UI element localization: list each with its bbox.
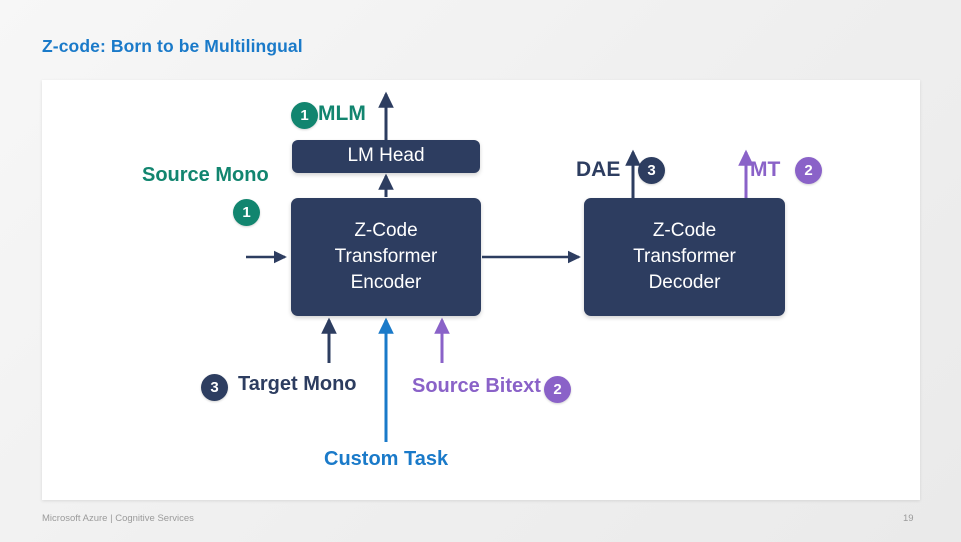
label-target-mono: Target Mono xyxy=(238,373,357,395)
decoder-label: Z-Code Transformer Decoder xyxy=(633,219,736,294)
badge-target-mono: 3 xyxy=(201,374,228,401)
badge-mlm: 1 xyxy=(291,102,318,129)
label-source-bitext: Source Bitext xyxy=(412,375,541,397)
page-number: 19 xyxy=(903,513,914,524)
label-source-mono: Source Mono xyxy=(142,164,269,186)
lm-head-box[interactable]: LM Head xyxy=(292,140,480,173)
label-dae: DAE xyxy=(576,158,621,181)
label-custom-task: Custom Task xyxy=(324,448,449,470)
diagram-arrows xyxy=(246,91,754,442)
footer-text: Microsoft Azure | Cognitive Services xyxy=(42,513,194,524)
badge-source-mono: 1 xyxy=(233,199,260,226)
encoder-box[interactable]: Z-Code Transformer Encoder xyxy=(291,198,481,316)
lm-head-label: LM Head xyxy=(347,145,425,167)
page-title: Z-code: Born to be Multilingual xyxy=(42,36,303,56)
content-card: LM Head Z-Code Transformer Encoder Z-Cod… xyxy=(42,80,920,500)
badge-mt: 2 xyxy=(795,157,822,184)
decoder-box[interactable]: Z-Code Transformer Decoder xyxy=(584,198,785,316)
encoder-label: Z-Code Transformer Encoder xyxy=(334,219,438,294)
label-mlm: MLM xyxy=(318,102,366,125)
architecture-diagram: LM Head Z-Code Transformer Encoder Z-Cod… xyxy=(42,80,920,500)
badge-source-bitext: 2 xyxy=(544,376,571,403)
badge-dae: 3 xyxy=(638,157,665,184)
label-mt: MT xyxy=(750,158,781,181)
